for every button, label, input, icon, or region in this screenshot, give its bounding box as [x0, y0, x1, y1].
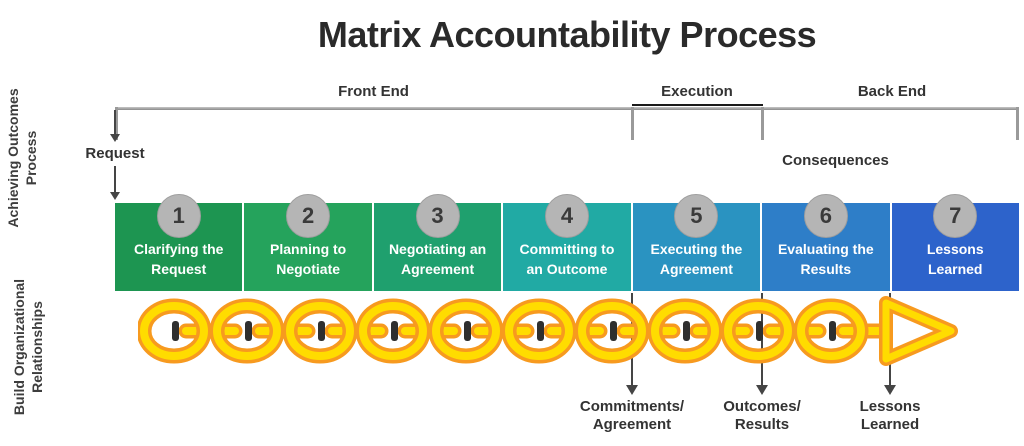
step-3-label: Negotiating an Agreement: [376, 239, 499, 279]
output-line2: Learned: [860, 416, 920, 433]
request-arrow-lower-head-icon: [110, 192, 120, 200]
side-label-line2: Process: [23, 130, 39, 186]
process-steps-row: 1 Clarifying the Request 2 Planning to N…: [115, 194, 1019, 291]
step-label-line2: an Outcome: [526, 261, 608, 277]
outcomes-arrow-head-icon: [756, 385, 768, 395]
bracket-tick-right: [1016, 107, 1019, 140]
step-4-label: Committing to an Outcome: [505, 239, 628, 279]
step-5-number-badge: 5: [674, 194, 719, 238]
request-label: Request: [85, 145, 145, 162]
step-4-number-badge: 4: [544, 194, 589, 238]
step-number: 7: [949, 203, 962, 228]
step-number: 1: [172, 203, 185, 228]
step-number: 5: [690, 203, 703, 228]
step-2-label: Planning to Negotiate: [246, 239, 369, 279]
timeline-bracket-line: [115, 107, 1019, 110]
step-7-lessons-learned: 7 Lessons Learned: [891, 194, 1019, 291]
step-number: 4: [560, 203, 574, 228]
bracket-tick-execution-start: [631, 107, 634, 140]
step-label-line2: Learned: [928, 261, 983, 277]
page-title: Matrix Accountability Process: [317, 14, 817, 55]
step-5-label: Executing the Agreement: [635, 239, 758, 279]
step-number: 3: [431, 203, 444, 228]
side-label-line1: Achieving Outcomes: [5, 88, 21, 228]
output-label-outcomes-results: Outcomes/ Results: [687, 398, 837, 434]
step-label-line1: Clarifying the: [133, 241, 224, 257]
consequences-label: Consequences: [782, 152, 889, 169]
bracket-tick-left: [115, 107, 118, 140]
side-label-line2: Relationships: [29, 301, 45, 393]
step-4-committing-to-an-outcome: 4 Committing to an Outcome: [503, 194, 631, 291]
output-label-lessons-learned: Lessons Learned: [815, 398, 965, 434]
step-7-number-badge: 7: [933, 194, 978, 238]
phase-label-back-end: Back End: [857, 83, 927, 100]
phase-label-front-end: Front End: [338, 83, 409, 100]
step-number: 2: [302, 203, 315, 228]
side-label-line1: Build Organizational: [11, 278, 27, 416]
lessons-arrow-head-icon: [884, 385, 896, 395]
step-label-line2: Agreement: [659, 261, 733, 277]
step-5-executing-the-agreement: 5 Executing the Agreement: [632, 194, 761, 291]
step-label-line1: Negotiating an: [388, 241, 487, 257]
step-label-line1: Committing to: [519, 241, 615, 257]
step-number: 6: [819, 203, 832, 228]
step-label-line1: Executing the: [650, 241, 743, 257]
commitments-arrow-line: [631, 293, 633, 385]
step-6-label: Evaluating the Results: [764, 239, 887, 279]
step-1-label: Clarifying the Request: [117, 239, 240, 279]
output-line1: Outcomes/: [723, 398, 801, 415]
step-1-clarifying-the-request: 1 Clarifying the Request: [115, 194, 243, 291]
step-2-number-badge: 2: [286, 194, 331, 238]
step-label-line2: Negotiate: [276, 261, 341, 277]
output-label-commitments-agreement: Commitments/ Agreement: [557, 398, 707, 434]
step-label-line2: Agreement: [400, 261, 475, 277]
phase-label-execution: Execution: [661, 83, 733, 100]
step-label-line1: Lessons: [926, 241, 984, 257]
step-1-number-badge: 1: [156, 194, 201, 238]
output-line1: Lessons: [859, 398, 921, 415]
output-line2: Agreement: [592, 416, 672, 433]
step-6-evaluating-the-results: 6 Evaluating the Results: [762, 194, 890, 291]
side-label-build-organizational-relationships: Build Organizational Relationships: [10, 279, 46, 415]
chain-arrow: [138, 296, 958, 366]
step-label-line1: Planning to: [270, 241, 347, 257]
step-label-line2: Request: [151, 261, 207, 277]
request-arrow-lower-line: [114, 166, 116, 192]
step-label-line1: Evaluating the: [777, 241, 874, 257]
execution-bracket-line: [632, 104, 763, 106]
step-3-negotiating-an-agreement: 3 Negotiating an Agreement: [373, 194, 502, 291]
request-arrow-upper-line: [114, 110, 116, 134]
commitments-arrow-head-icon: [626, 385, 638, 395]
request-arrow-upper-head-icon: [110, 134, 120, 142]
step-label-line2: Results: [800, 261, 852, 277]
output-line1: Commitments/: [579, 398, 685, 415]
step-2-planning-to-negotiate: 2 Planning to Negotiate: [244, 194, 372, 291]
output-line2: Results: [734, 416, 790, 433]
bracket-tick-execution-end: [761, 107, 764, 140]
step-7-label: Lessons Learned: [894, 239, 1017, 279]
side-label-achieving-outcomes-process: Achieving Outcomes Process: [4, 88, 40, 227]
step-3-number-badge: 3: [415, 194, 460, 238]
step-6-number-badge: 6: [803, 194, 848, 238]
